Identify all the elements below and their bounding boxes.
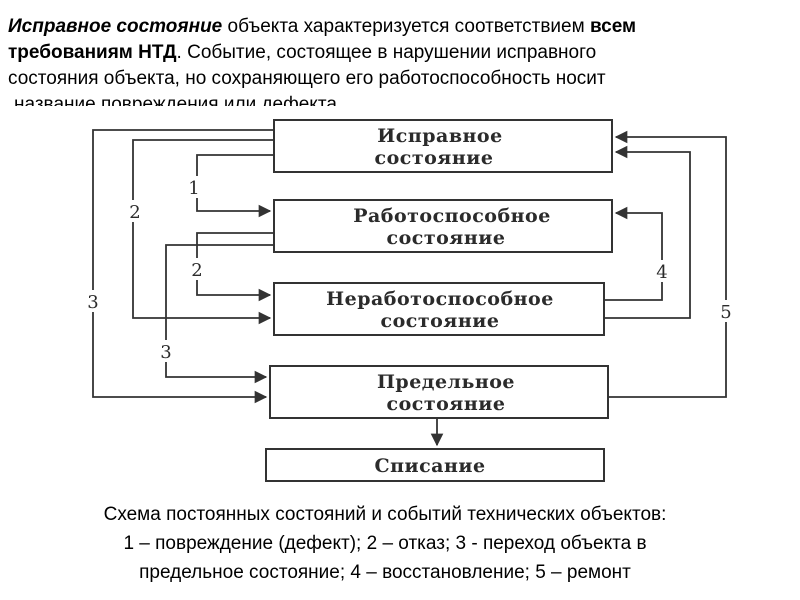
arrow-event-3-from-ispravnoe: [92, 129, 274, 404]
box-spisanie-label: Списание: [374, 455, 485, 477]
intro-line-2: требованиям НТД. Событие, состоящее в на…: [8, 40, 768, 66]
intro-text: Исправное состояние объекта характеризуе…: [8, 14, 768, 106]
box-nerabotosposobnoe: [273, 282, 605, 336]
event-label-4: 4: [656, 262, 667, 283]
box-nerabotosposobnoe-label-1: Неработоспособное: [326, 288, 554, 310]
intro-line-1-bold: всем: [589, 16, 637, 37]
box-ispravnoe: [273, 119, 613, 173]
intro-line-2-bold: требованиям НТД: [8, 42, 177, 63]
box-predelnoe-label-2: состояние: [387, 393, 506, 415]
box-predelnoe: [269, 365, 609, 419]
box-ispravnoe-label-1: Исправное: [377, 125, 502, 147]
event-label-3a-bg: [84, 290, 100, 312]
box-nerabotosposobnoe-label-2: состояние: [381, 310, 500, 332]
intro-term: Исправное состояние: [8, 16, 223, 37]
caption-line-3: предельное состояние; 4 – восстановление…: [139, 562, 631, 583]
arrow-event-3-from-rabotosposobnoe: [165, 244, 274, 384]
event-label-1-bg: [186, 176, 202, 198]
box-rabotosposobnoe-label-2: состояние: [387, 227, 506, 249]
arrow-event-4-to-rabotosposobnoe: [604, 206, 663, 301]
box-predelnoe-label-1: Предельное: [377, 371, 515, 393]
intro-line-1: Исправное состояние объекта характеризуе…: [8, 14, 768, 40]
arrow-event-2-from-ispravnoe: [132, 139, 274, 325]
event-label-2a: 2: [129, 202, 140, 223]
caption-line-1: Схема постоянных состояний и событий тех…: [103, 504, 667, 525]
event-label-4-bg: [654, 260, 670, 282]
event-label-3b-bg: [158, 340, 174, 362]
box-spisanie: [265, 448, 605, 482]
arrow-event-4-to-ispravnoe: [604, 145, 691, 319]
intro-line-4: название повреждения или дефекта.: [14, 94, 343, 106]
event-label-1: 1: [188, 178, 199, 199]
event-label-3a: 3: [87, 292, 98, 313]
intro-line-2-text: . Событие, состоящее в нарушении исправн…: [176, 42, 597, 63]
caption-line-2: 1 – повреждение (дефект); 2 – отказ; 3 -…: [123, 533, 647, 554]
box-rabotosposobnoe: [273, 199, 613, 253]
event-label-2b-bg: [189, 258, 205, 280]
event-label-2b: 2: [191, 260, 202, 281]
arrow-event-2-from-rabotosposobnoe: [196, 232, 274, 302]
arrow-event-5-repair: [608, 130, 727, 398]
intro-line-3: состояния объекта, но сохраняющего его р…: [8, 68, 606, 89]
box-rabotosposobnoe-label-1: Работоспособное: [353, 205, 551, 227]
intro-line-1-text: объекта характеризуется соответствием: [222, 16, 590, 37]
diagram-caption: Схема постоянных состояний и событий тех…: [0, 500, 770, 587]
event-label-2a-bg: [126, 200, 142, 222]
arrow-event-1: [196, 154, 274, 218]
event-label-3b: 3: [160, 342, 171, 363]
box-ispravnoe-label-2: состояние: [375, 147, 494, 169]
event-label-5: 5: [720, 302, 731, 323]
event-label-5-bg: [718, 300, 734, 322]
